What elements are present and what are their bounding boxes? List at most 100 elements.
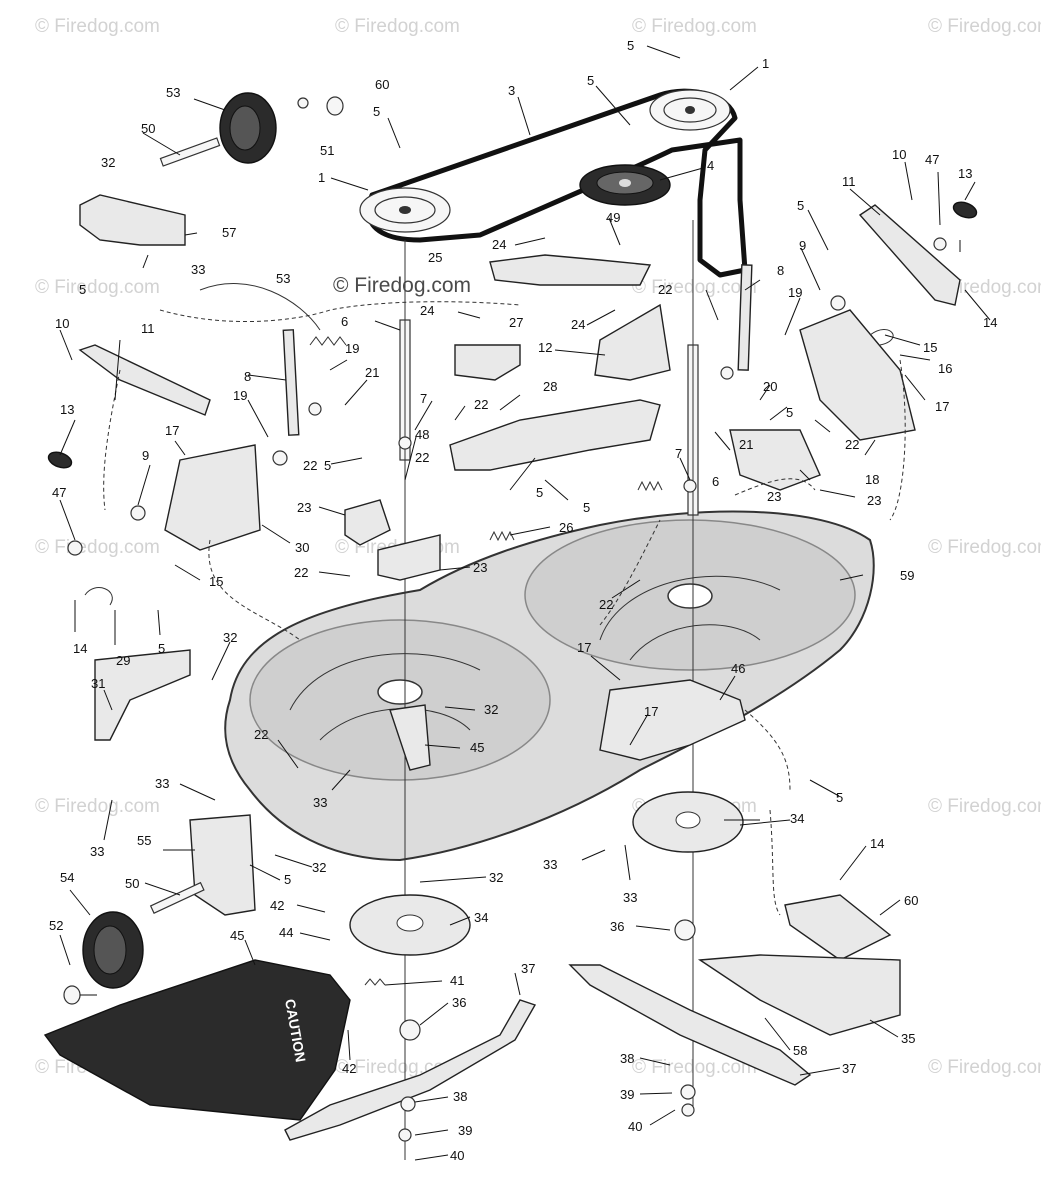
callout-47: 47 — [925, 152, 939, 167]
watermark-text: © Firedog.com — [335, 16, 460, 37]
callout-25: 25 — [428, 250, 442, 265]
callout-18: 18 — [865, 472, 879, 487]
callout-10: 10 — [55, 316, 69, 331]
callout-32: 32 — [101, 155, 115, 170]
callout-33: 33 — [623, 890, 637, 905]
callout-13: 13 — [958, 166, 972, 181]
callout-33: 33 — [191, 262, 205, 277]
callout-34: 34 — [790, 811, 804, 826]
callout-9: 9 — [799, 238, 806, 253]
idler-pulley — [579, 164, 671, 206]
callout-21: 21 — [739, 437, 753, 452]
callout-1: 1 — [762, 56, 769, 71]
callout-54: 55 — [137, 833, 151, 848]
callout-22: 22 — [254, 727, 268, 742]
callout-28: 28 — [543, 379, 557, 394]
watermark-text: © Firedog.com — [35, 537, 160, 558]
callout-29: 29 — [116, 653, 130, 668]
callout-2: 5 — [373, 104, 380, 119]
callout-3: 3 — [508, 83, 515, 98]
mower-deck — [224, 510, 875, 862]
callout-23: 23 — [473, 560, 487, 575]
callout-15: 15 — [923, 340, 937, 355]
callout-27: 27 — [509, 315, 523, 330]
callout-58: 60 — [904, 893, 918, 908]
wheel-top — [159, 92, 277, 167]
callout-42: 42 — [270, 898, 284, 913]
callout-17: 17 — [644, 704, 658, 719]
callout-23: 23 — [767, 489, 781, 504]
blade-left — [284, 999, 537, 1141]
callout-53: 53 — [166, 85, 180, 100]
callout-1: 1 — [318, 170, 325, 185]
cable-paths — [103, 301, 906, 916]
callout-33: 33 — [90, 844, 104, 859]
watermark-text: © Firedog.com — [35, 796, 160, 817]
callout-22: 22 — [658, 282, 672, 297]
callout-14: 14 — [73, 641, 87, 656]
callout-7: 7 — [420, 391, 427, 406]
callout-22: 22 — [415, 450, 429, 465]
callout-5: 5 — [536, 485, 543, 500]
callout-5: 5 — [158, 641, 165, 656]
callout-32: 32 — [484, 702, 498, 717]
callout-26: 26 — [559, 520, 573, 535]
callout-22: 22 — [303, 458, 317, 473]
callout-32: 32 — [312, 860, 326, 875]
callout-53: 54 — [60, 870, 74, 885]
callout-16: 16 — [938, 361, 952, 376]
callout-5: 5 — [786, 405, 793, 420]
callout-38: 38 — [620, 1051, 634, 1066]
blade-adapter-right — [632, 791, 744, 853]
watermark-text: © Firedog.com — [35, 277, 160, 298]
callout-50: 50 — [141, 121, 155, 136]
callout-35: 35 — [901, 1031, 915, 1046]
callout-41: 41 — [450, 973, 464, 988]
callout-43: 44 — [279, 925, 293, 940]
callout-4: 4 — [707, 158, 714, 173]
callout-20: 20 — [763, 379, 777, 394]
hardware — [47, 97, 978, 1142]
pulley-right — [649, 89, 731, 131]
callout-30: 30 — [295, 540, 309, 555]
callout-57: 58 — [793, 1043, 807, 1058]
washer-bottom — [63, 985, 81, 1005]
callout-14: 14 — [983, 315, 997, 330]
callout-5: 5 — [79, 282, 86, 297]
callout-14: 14 — [870, 836, 884, 851]
callout-21: 21 — [365, 365, 379, 380]
callout-6: 6 — [341, 314, 348, 329]
leader-lines — [59, 45, 991, 1161]
watermark-text: © Firedog.com — [632, 16, 757, 37]
callout-13: 13 — [60, 402, 74, 417]
callout-23: 23 — [867, 493, 881, 508]
watermark-text: © Firedog.com — [928, 1057, 1041, 1078]
callout-39: 39 — [458, 1123, 472, 1138]
watermark-text: © Firedog.com — [35, 16, 160, 37]
watermark-text: © Firedog.com — [632, 277, 757, 298]
pulley-left — [359, 187, 451, 233]
watermark-text: © Firedog.com — [928, 796, 1041, 817]
callout-5: 5 — [836, 790, 843, 805]
callout-22: 22 — [294, 565, 308, 580]
watermark-text: © Firedog.com — [928, 537, 1041, 558]
callout-46: 46 — [731, 661, 745, 676]
callout-5: 5 — [583, 500, 590, 515]
callout-42: 42 — [342, 1061, 356, 1076]
callout-32: 32 — [223, 630, 237, 645]
callout-numbers: 5 1 3 5 4 5 1 53 60 51 50 32 57 33 5 53 … — [49, 38, 997, 1163]
callout-15: 15 — [209, 574, 223, 589]
watermark-text: © Firedog.com — [632, 1057, 757, 1078]
callout-52: 53 — [276, 271, 290, 286]
callout-48: 48 — [415, 427, 429, 442]
wheel-bottom — [82, 881, 205, 989]
callout-37: 37 — [842, 1061, 856, 1076]
center-watermark: © Firedog.com — [333, 274, 471, 297]
blade-adapter-left — [349, 894, 471, 956]
callout-22: 22 — [474, 397, 488, 412]
washer-top — [326, 96, 344, 116]
watermark-text: © Firedog.com — [928, 16, 1041, 37]
callout-5: 5 — [284, 872, 291, 887]
callout-12: 12 — [538, 340, 552, 355]
